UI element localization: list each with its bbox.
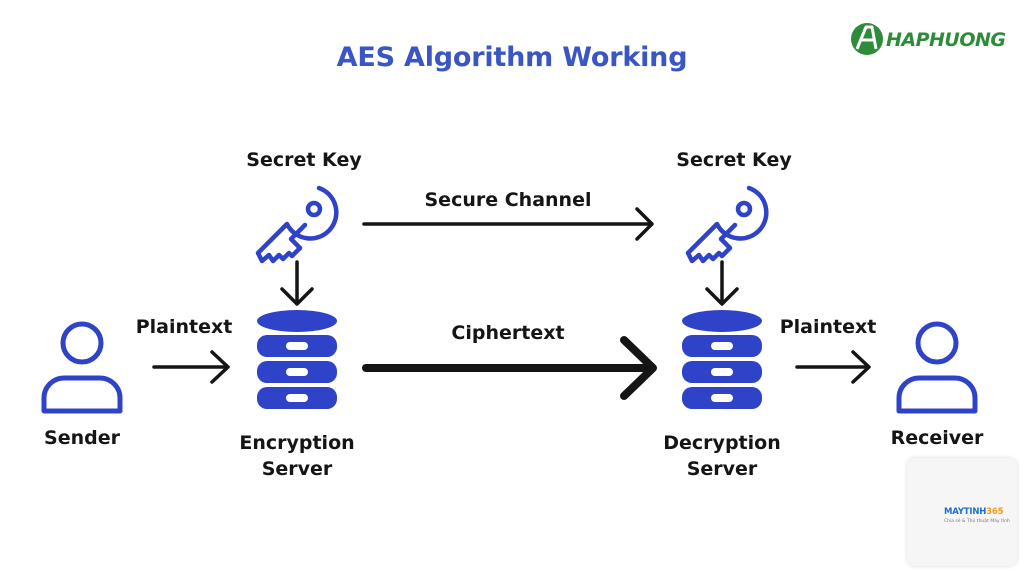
decryption-server-label-line-1: Decryption [663,432,781,454]
receiver-label: Receiver [890,427,984,449]
plaintext-in-label: Plaintext [135,316,233,338]
diagram-title: AES Algorithm Working [336,42,688,73]
receiver-icon [899,324,975,411]
maytinh365-brand-text: MAYTINH365 [944,507,1004,517]
plaintext-out-label: Plaintext [779,316,877,338]
secret-key-right-label: Secret Key [676,149,792,171]
key-to-encryption-arrow [280,260,314,306]
secret-key-left-icon [258,188,336,261]
haphuong-brand-text: HAPHUONG [886,29,1006,51]
encryption-server-label-line-1: Encryption [239,432,355,454]
maytinh365-tagline: Chia sẻ & Thủ thuật Máy tính [944,519,1010,524]
maytinh365-badge [907,458,1017,566]
secure-channel-label: Secure Channel [424,189,592,211]
plaintext-out-arrow [795,350,871,384]
ciphertext-label: Ciphertext [451,322,565,344]
sender-label: Sender [44,427,120,449]
haphuong-logo-icon [851,23,883,55]
maytinh-brand-main: MAYTINH [944,507,987,517]
encryption-server-icon [257,310,337,409]
secret-key-left-label: Secret Key [246,149,362,171]
decryption-server-label-line-2: Server [686,458,758,480]
secure-channel-arrow [362,207,654,241]
maytinh-brand-suffix: 365 [986,507,1004,517]
sender-icon [44,324,120,411]
secret-key-right-icon [688,188,766,261]
key-to-decryption-arrow [705,260,739,306]
encryption-server-label: Encryption Server [217,430,377,482]
ciphertext-arrow [362,336,657,400]
encryption-server-label-line-2: Server [261,458,333,480]
decryption-server-icon [682,310,762,409]
plaintext-in-arrow [152,350,230,384]
decryption-server-label: Decryption Server [642,430,802,482]
